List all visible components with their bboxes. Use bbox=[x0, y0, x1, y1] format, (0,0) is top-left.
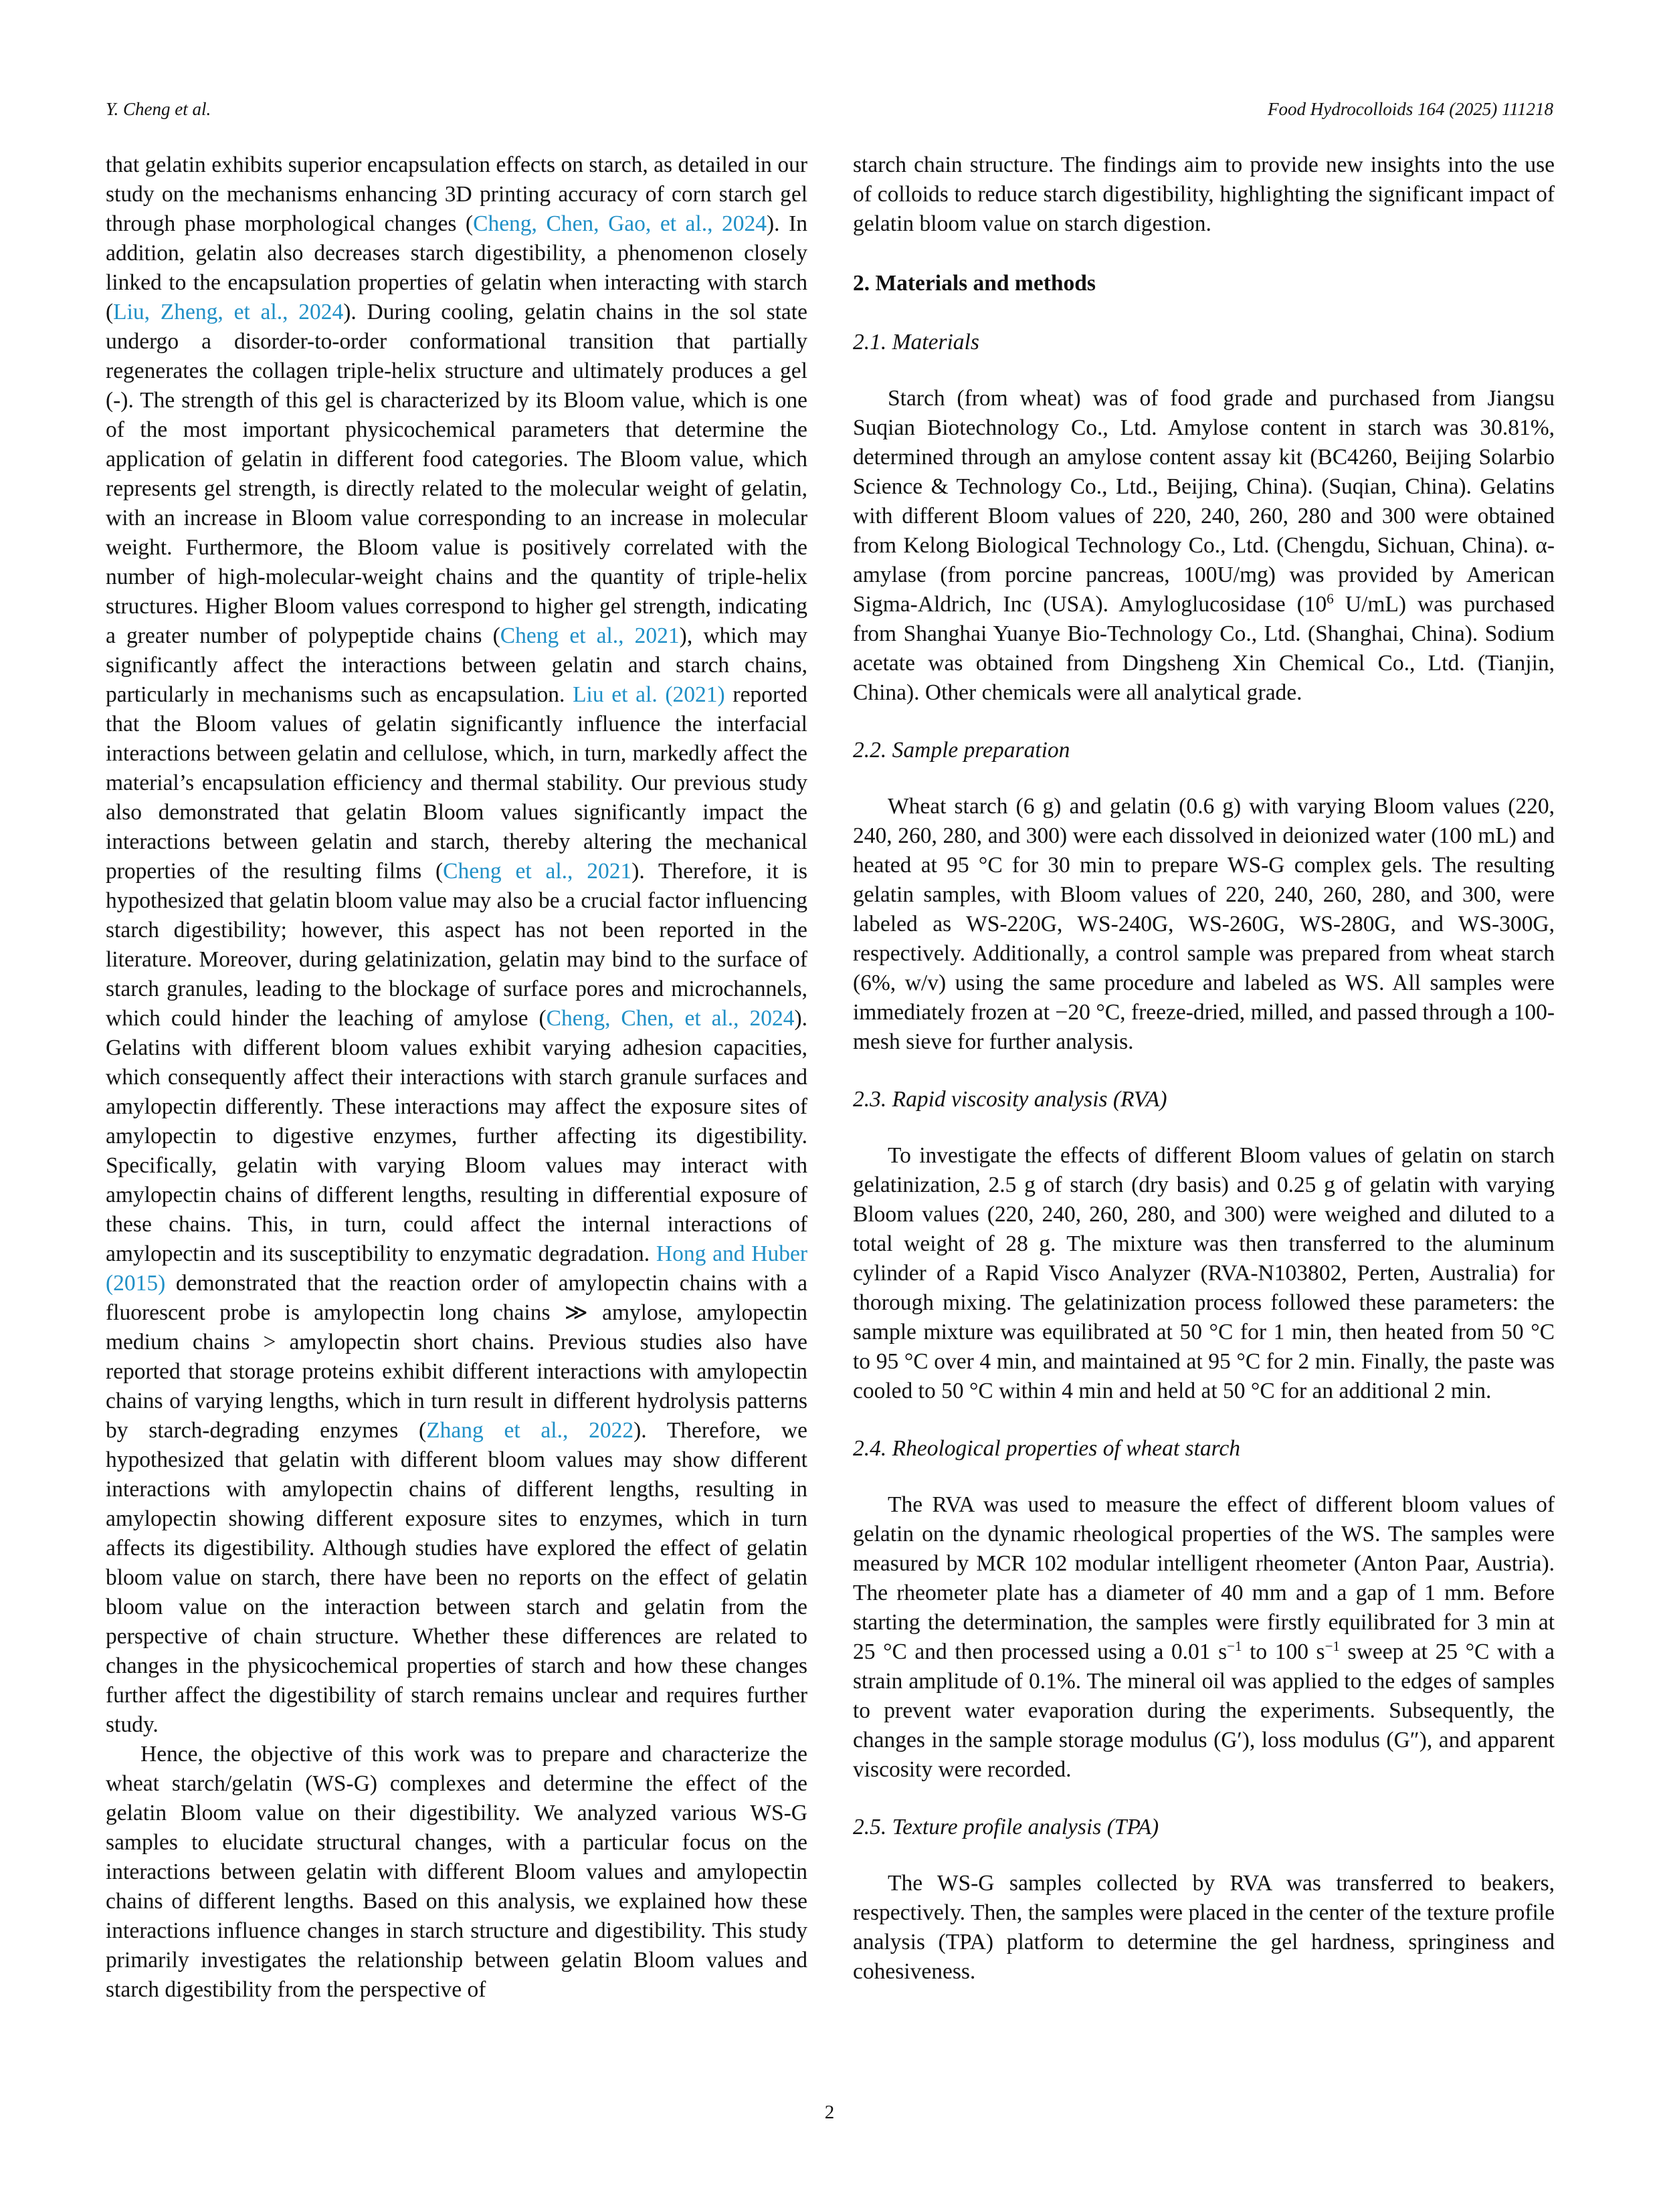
text-run: ), which may significantly affect the in… bbox=[106, 623, 807, 707]
text-run: ). In addition, gelatin also decreases s… bbox=[106, 211, 808, 324]
text-run: Starch (from wheat) was of food grade an… bbox=[853, 386, 1555, 617]
text-run: to 100 s bbox=[1242, 1639, 1325, 1664]
citation-link[interactable]: Liu et al. (2021) bbox=[573, 682, 725, 707]
citation-link[interactable]: Cheng, Chen, Gao, et al., 2024 bbox=[473, 211, 767, 236]
citation-link[interactable]: Hong and Huber (2015) bbox=[106, 1241, 807, 1296]
tpa-paragraph: The WS-G samples collected by RVA was tr… bbox=[853, 1871, 1555, 1984]
superscript: −1 bbox=[1325, 1637, 1340, 1654]
subsection-heading-tpa: 2.5. Texture profile analysis (TPA) bbox=[853, 1815, 1159, 1839]
citation-link[interactable]: Cheng, Chen, et al., 2024 bbox=[546, 1006, 795, 1031]
text-run: ). Therefore, it is hypothesized that ge… bbox=[106, 859, 807, 1031]
subsection-heading-materials: 2.1. Materials bbox=[853, 330, 979, 355]
subsection-heading-rheology: 2.4. Rheological properties of wheat sta… bbox=[853, 1436, 1241, 1461]
text-run: U/mL) was purchased from Shanghai Yuanye… bbox=[853, 592, 1555, 705]
materials-paragraph: Starch (from wheat) was of food grade an… bbox=[853, 384, 1555, 708]
superscript: −1 bbox=[1227, 1637, 1242, 1654]
citation-link[interactable]: Cheng et al., 2021 bbox=[500, 623, 680, 648]
text-run: reported that the Bloom values of gelati… bbox=[106, 682, 808, 884]
intro-paragraph-continued: that gelatin exhibits superior encapsula… bbox=[106, 150, 807, 1740]
section-heading-materials-methods: 2. Materials and methods bbox=[853, 271, 1096, 296]
text-run: ). During cooling, gelatin chains in the… bbox=[106, 300, 807, 648]
text-run: ). Gelatins with different bloom values … bbox=[106, 1006, 808, 1266]
right-column: starch chain structure. The findings aim… bbox=[853, 150, 1555, 1987]
intro-paragraph-end: starch chain structure. The findings aim… bbox=[853, 153, 1555, 236]
sample-preparation-paragraph: Wheat starch (6 g) and gelatin (0.6 g) w… bbox=[853, 794, 1555, 1054]
running-header: Y. Cheng et al. Food Hydrocolloids 164 (… bbox=[106, 99, 1553, 123]
citation-link[interactable]: Cheng et al., 2021 bbox=[443, 859, 632, 884]
text-run: sweep at 25 °C with a strain amplitude o… bbox=[853, 1639, 1555, 1782]
text-run: that gelatin exhibits superior encapsula… bbox=[106, 153, 807, 236]
superscript: 6 bbox=[1327, 590, 1334, 607]
text-run: demonstrated that the reaction order of … bbox=[106, 1271, 807, 1443]
objective-paragraph: Hence, the objective of this work was to… bbox=[106, 1742, 807, 2002]
rva-paragraph: To investigate the effects of different … bbox=[853, 1143, 1555, 1403]
text-run: ). Therefore, we hypothesized that gelat… bbox=[106, 1418, 807, 1737]
header-journal-citation: Food Hydrocolloids 164 (2025) 111218 bbox=[1268, 99, 1553, 119]
citation-link[interactable]: Zhang et al., 2022 bbox=[426, 1418, 634, 1443]
citation-link[interactable]: Liu, Zheng, et al., 2024 bbox=[113, 300, 344, 324]
left-column: that gelatin exhibits superior encapsula… bbox=[106, 150, 807, 2005]
text-run: The RVA was used to measure the effect o… bbox=[853, 1492, 1555, 1664]
subsection-heading-rva: 2.3. Rapid viscosity analysis (RVA) bbox=[853, 1087, 1167, 1112]
rheology-paragraph: The RVA was used to measure the effect o… bbox=[853, 1490, 1555, 1785]
subsection-heading-sample-preparation: 2.2. Sample preparation bbox=[853, 738, 1070, 763]
page-number: 2 bbox=[824, 2102, 835, 2123]
header-authors: Y. Cheng et al. bbox=[106, 99, 211, 119]
